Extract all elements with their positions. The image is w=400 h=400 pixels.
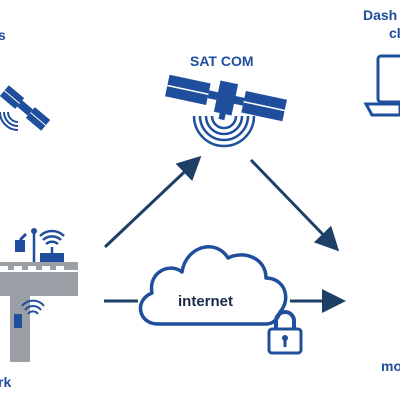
left-bottom-label: rk: [0, 374, 12, 390]
small-satellite-icon: [0, 85, 51, 131]
rooftop-antenna-icon: [15, 228, 64, 262]
arrow-to-satcom: [103, 155, 202, 249]
dashboard-label-line1: Dash: [363, 7, 398, 23]
left-top-label: s: [0, 27, 6, 43]
sat-com-label: SAT COM: [190, 53, 254, 69]
sat-com-satellite-icon: [165, 74, 287, 148]
right-bottom-label: mo: [381, 358, 400, 374]
padlock-icon: [267, 310, 303, 355]
dashboard-label-line2: cl: [389, 25, 400, 41]
building-icon: [0, 262, 78, 362]
laptop-icon: [363, 54, 400, 117]
arrow-from-satcom: [249, 158, 340, 252]
wifi-icon: [39, 229, 65, 246]
cloud-icon: [138, 245, 288, 326]
internet-label: internet: [178, 293, 234, 310]
